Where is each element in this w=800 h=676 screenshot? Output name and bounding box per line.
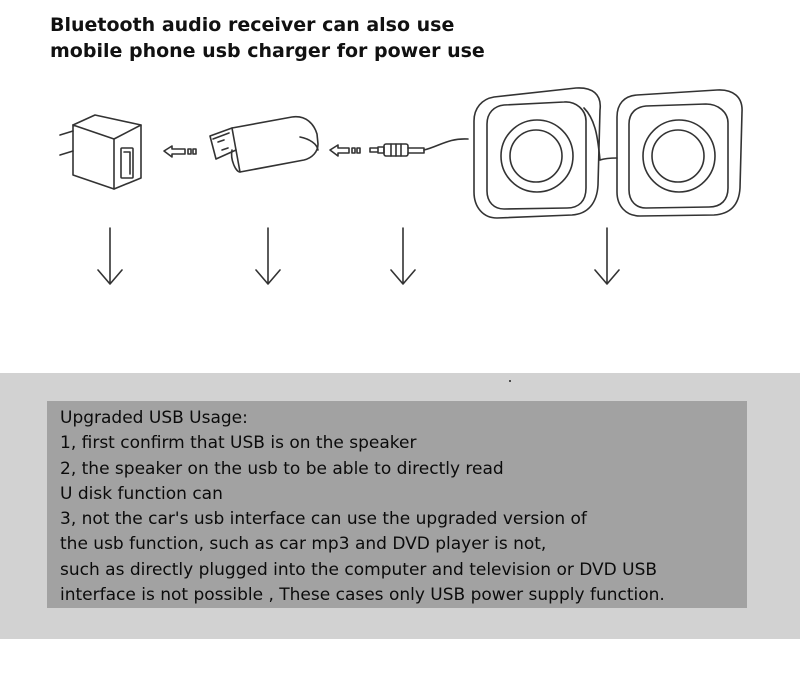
usb-usage-notes: Upgraded USB Usage: 1, first confirm tha… xyxy=(47,401,747,608)
heading-line-2: mobile phone usb charger for power use xyxy=(50,40,485,62)
heading: Bluetooth audio receiver can also use mo… xyxy=(50,12,770,64)
speaker-right-icon xyxy=(599,89,743,217)
usage-title: Upgraded USB Usage: xyxy=(60,408,248,428)
down-arrow-icon xyxy=(390,227,416,285)
down-arrow-icon xyxy=(594,227,620,285)
connection-diagram xyxy=(59,87,743,285)
heading-line-1: Bluetooth audio receiver can also use xyxy=(50,14,455,36)
usage-line: 2, the speaker on the usb to be able to … xyxy=(60,458,504,479)
usb-charger-icon xyxy=(59,114,142,190)
down-arrow-icon xyxy=(255,227,281,285)
down-arrow-icon xyxy=(97,227,123,285)
speaker-left-icon xyxy=(473,87,601,219)
dot-mark xyxy=(509,380,511,382)
usage-line: 3, not the car's usb interface can use t… xyxy=(60,509,587,530)
flow-arrow-icon xyxy=(163,145,197,158)
usage-line: such as directly plugged into the comput… xyxy=(60,559,658,580)
usage-line: interface is not possible , These cases … xyxy=(60,585,665,606)
audio-jack-icon xyxy=(369,138,469,157)
usage-line: the usb function, such as car mp3 and DV… xyxy=(60,534,547,555)
bluetooth-receiver-icon xyxy=(209,115,319,173)
flow-arrow-icon xyxy=(329,144,361,157)
usage-line: U disk function can xyxy=(60,483,223,504)
usage-line: 1, first confirm that USB is on the spea… xyxy=(60,433,417,454)
